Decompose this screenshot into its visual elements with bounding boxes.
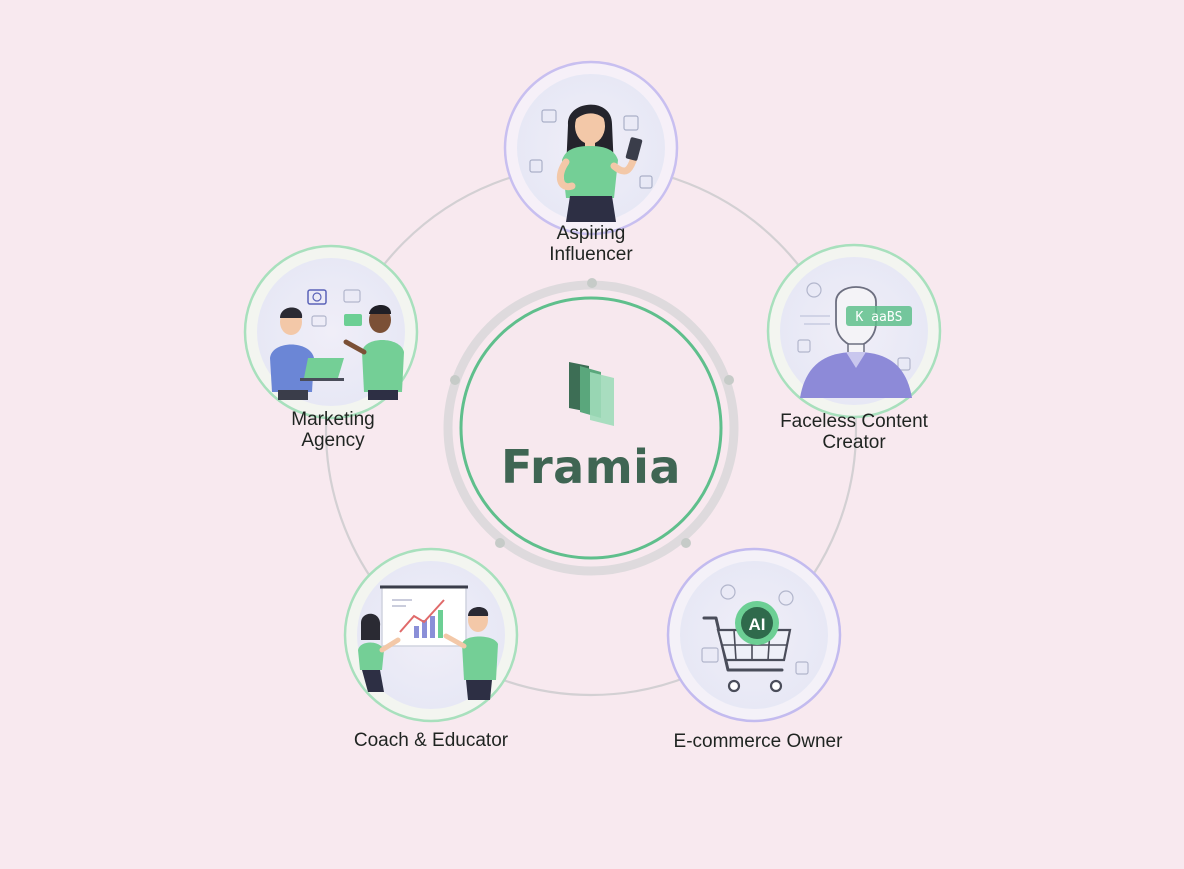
framia-logo-icon [569, 362, 614, 426]
creator-badge: K aaBS [846, 306, 912, 326]
connector-dot [495, 538, 505, 548]
persona-label-coach: Coach & Educator [353, 730, 509, 751]
connector-dot [681, 538, 691, 548]
connector-dot [450, 375, 460, 385]
connector-dot [724, 375, 734, 385]
team-laptop-icon [270, 289, 404, 400]
creator-badge-text: K aaBS [856, 310, 903, 325]
persona-label-influencer: Aspiring Influencer [549, 223, 633, 265]
persona-label-faceless-creator: Faceless Content Creator [780, 411, 928, 453]
persona-node-influencer[interactable] [503, 60, 679, 236]
brand-name: Framia [501, 440, 681, 494]
persona-node-faceless-creator[interactable]: K aaBS [766, 243, 942, 419]
persona-node-agency[interactable] [243, 244, 419, 420]
faceless-creator-icon [797, 282, 912, 398]
persona-node-ecommerce[interactable]: AI [666, 547, 842, 723]
ai-badge: AI [735, 601, 779, 645]
influencer-woman-phone-icon [529, 104, 653, 222]
persona-label-agency: Marketing Agency [291, 409, 375, 451]
ai-badge-text: AI [749, 615, 766, 634]
presentation-chart-icon [358, 585, 498, 700]
persona-node-coach[interactable] [343, 547, 519, 723]
connector-dot [587, 278, 597, 288]
center-node [459, 296, 723, 560]
persona-label-ecommerce: E-commerce Owner [673, 731, 843, 752]
